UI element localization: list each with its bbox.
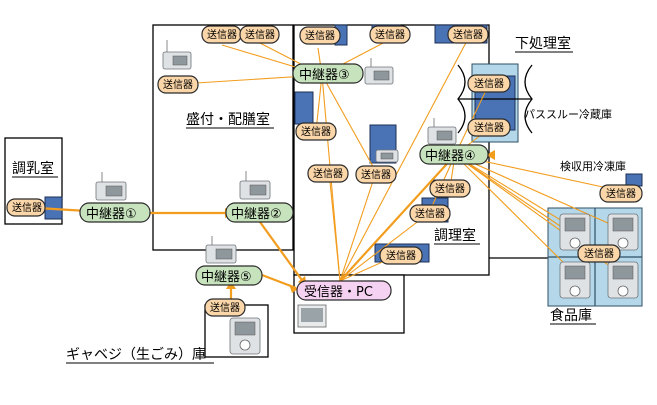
relay-4: 中継器④ [419,144,489,165]
svg-text:送信器: 送信器 [12,201,42,214]
transmitter-chori-right-2: 送信器 [409,204,451,223]
label-pass-through: パススルー冷蔵庫 [524,107,612,121]
transmitter-garbage: 送信器 [204,298,246,317]
relay-2: 中継器② [225,202,294,223]
relays-layer: 中継器① 中継器② 中継器③ 中継器④ 中継器⑤ [79,63,489,286]
label-chori: 調理室 [434,227,476,244]
transmitter-moritsuke-1: 送信器 [201,25,242,44]
transmitter-chonyu: 送信器 [6,198,46,217]
svg-text:送信器: 送信器 [386,249,416,262]
device-icon [205,236,237,264]
transmitter-chori-top-2: 送信器 [369,25,411,44]
svg-text:受信器・PC: 受信器・PC [304,285,373,300]
label-moritsuke: 盛付・配膳室 [186,111,270,128]
label-shokuhin: 食品庫 [550,307,592,324]
svg-text:送信器: 送信器 [301,125,331,138]
logger-icon [607,213,639,251]
svg-text:送信器: 送信器 [305,29,335,42]
svg-text:中継器④: 中継器④ [425,149,476,164]
svg-text:送信器: 送信器 [375,28,405,41]
logger-icon [559,213,591,251]
transmitter-pass-2: 送信器 [467,118,511,137]
label-kenshu: 検収用冷凍庫 [560,159,626,173]
transmitter-chori-top-3: 送信器 [447,25,489,44]
transmitter-moritsuke-2: 送信器 [239,25,280,44]
relay-1: 中継器① [79,202,151,223]
svg-text:送信器: 送信器 [245,28,275,41]
svg-text:送信器: 送信器 [207,28,237,41]
transmitter-chori-left: 送信器 [295,122,337,141]
svg-text:送信器: 送信器 [453,28,483,41]
svg-text:中継器⑤: 中継器⑤ [201,270,252,285]
svg-text:送信器: 送信器 [313,167,343,180]
transmitters-layer: 送信器 送信器 送信器 送信器 送信器 送信器 送信器 送信器 [6,25,643,317]
relay-3: 中継器③ [292,63,364,84]
transmitter-pass-1: 送信器 [467,74,511,93]
transmitter-chori-right-1: 送信器 [429,179,471,198]
logger-icon [229,317,261,355]
room-labels: 調乳室 盛付・配膳室 下処理室 パススルー冷蔵庫 検収用冷凍庫 調理室 食品庫 … [12,35,626,364]
logger-icon [607,261,639,299]
transmitter-moritsuke-3: 送信器 [157,75,199,94]
device-icons [95,40,639,355]
transmitter-chori-top-1: 送信器 [299,26,341,45]
svg-text:中継器②: 中継器② [231,207,282,222]
device-icon [162,40,192,70]
transmitter-chori-mid-left: 送信器 [307,164,349,183]
transmitter-chori-bottom: 送信器 [379,246,423,265]
logger-icon [559,261,591,299]
svg-text:送信器: 送信器 [584,247,614,260]
svg-text:送信器: 送信器 [474,77,504,90]
device-icon [364,58,394,85]
device-icon [95,172,127,201]
transmitter-shokuhin: 送信器 [577,244,621,263]
svg-text:送信器: 送信器 [210,301,240,314]
svg-text:送信器: 送信器 [606,187,636,200]
svg-text:送信器: 送信器 [474,121,504,134]
transmitter-kenshu: 送信器 [599,184,643,203]
relay-5: 中継器⑤ [195,265,263,286]
svg-text:中継器③: 中継器③ [299,68,350,83]
device-icon [427,118,457,145]
device-icon [239,171,271,200]
device-icon [375,149,399,163]
fixture-left-1 [294,91,314,125]
transmitter-chori-mid: 送信器 [355,165,397,184]
svg-text:送信器: 送信器 [361,168,391,181]
label-chonyu: 調乳室 [12,160,54,177]
svg-text:送信器: 送信器 [415,207,445,220]
pc-icon [297,304,327,328]
label-garbage: ギャベジ（生ごみ）庫 [66,346,206,363]
svg-text:送信器: 送信器 [435,182,465,195]
kenshu-freezer [625,173,643,187]
svg-text:送信器: 送信器 [163,78,193,91]
receiver: 受信器・PC [296,280,392,301]
label-shitashori: 下処理室 [515,35,571,52]
svg-text:中継器①: 中継器① [86,207,137,222]
